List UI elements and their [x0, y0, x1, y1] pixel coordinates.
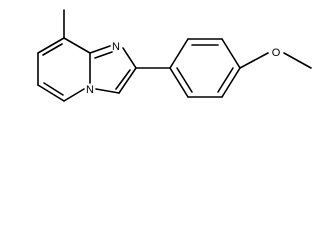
bond-c8a-n1-inner	[94, 51, 113, 59]
bond-c6-c5-inner	[43, 82, 64, 96]
bond-ar-o	[239, 52, 269, 69]
atom-label-bridgehead-n: N	[86, 84, 94, 96]
bond-ar1	[169, 38, 189, 69]
bond-ar6	[169, 67, 189, 98]
bond-o-methyl	[283, 52, 312, 69]
bond-c8a-n1	[89, 45, 111, 54]
bond-c3-n4	[95, 88, 120, 94]
bond-ar4	[221, 67, 241, 98]
bond-ar6-inner	[176, 67, 193, 93]
bond-n1-c2	[122, 47, 137, 69]
atom-label-methoxy-o: O	[272, 47, 281, 59]
bond-c2-c3-inner	[115, 69, 131, 90]
bond-c2-c3	[118, 67, 137, 94]
structure-canvas: N N O	[37, 9, 312, 102]
chemical-structure: N N O	[37, 9, 312, 102]
bond-c5-n4	[63, 88, 85, 102]
bond-c8-c7	[37, 37, 65, 54]
bond-ar3	[221, 38, 241, 69]
bond-c8-c8a	[63, 37, 91, 54]
bond-ar4-inner	[217, 67, 234, 93]
atom-label-imidazole-n: N	[112, 41, 120, 53]
bond-c6-c5	[37, 84, 65, 102]
bond-c7-c7-inner	[42, 43, 63, 56]
